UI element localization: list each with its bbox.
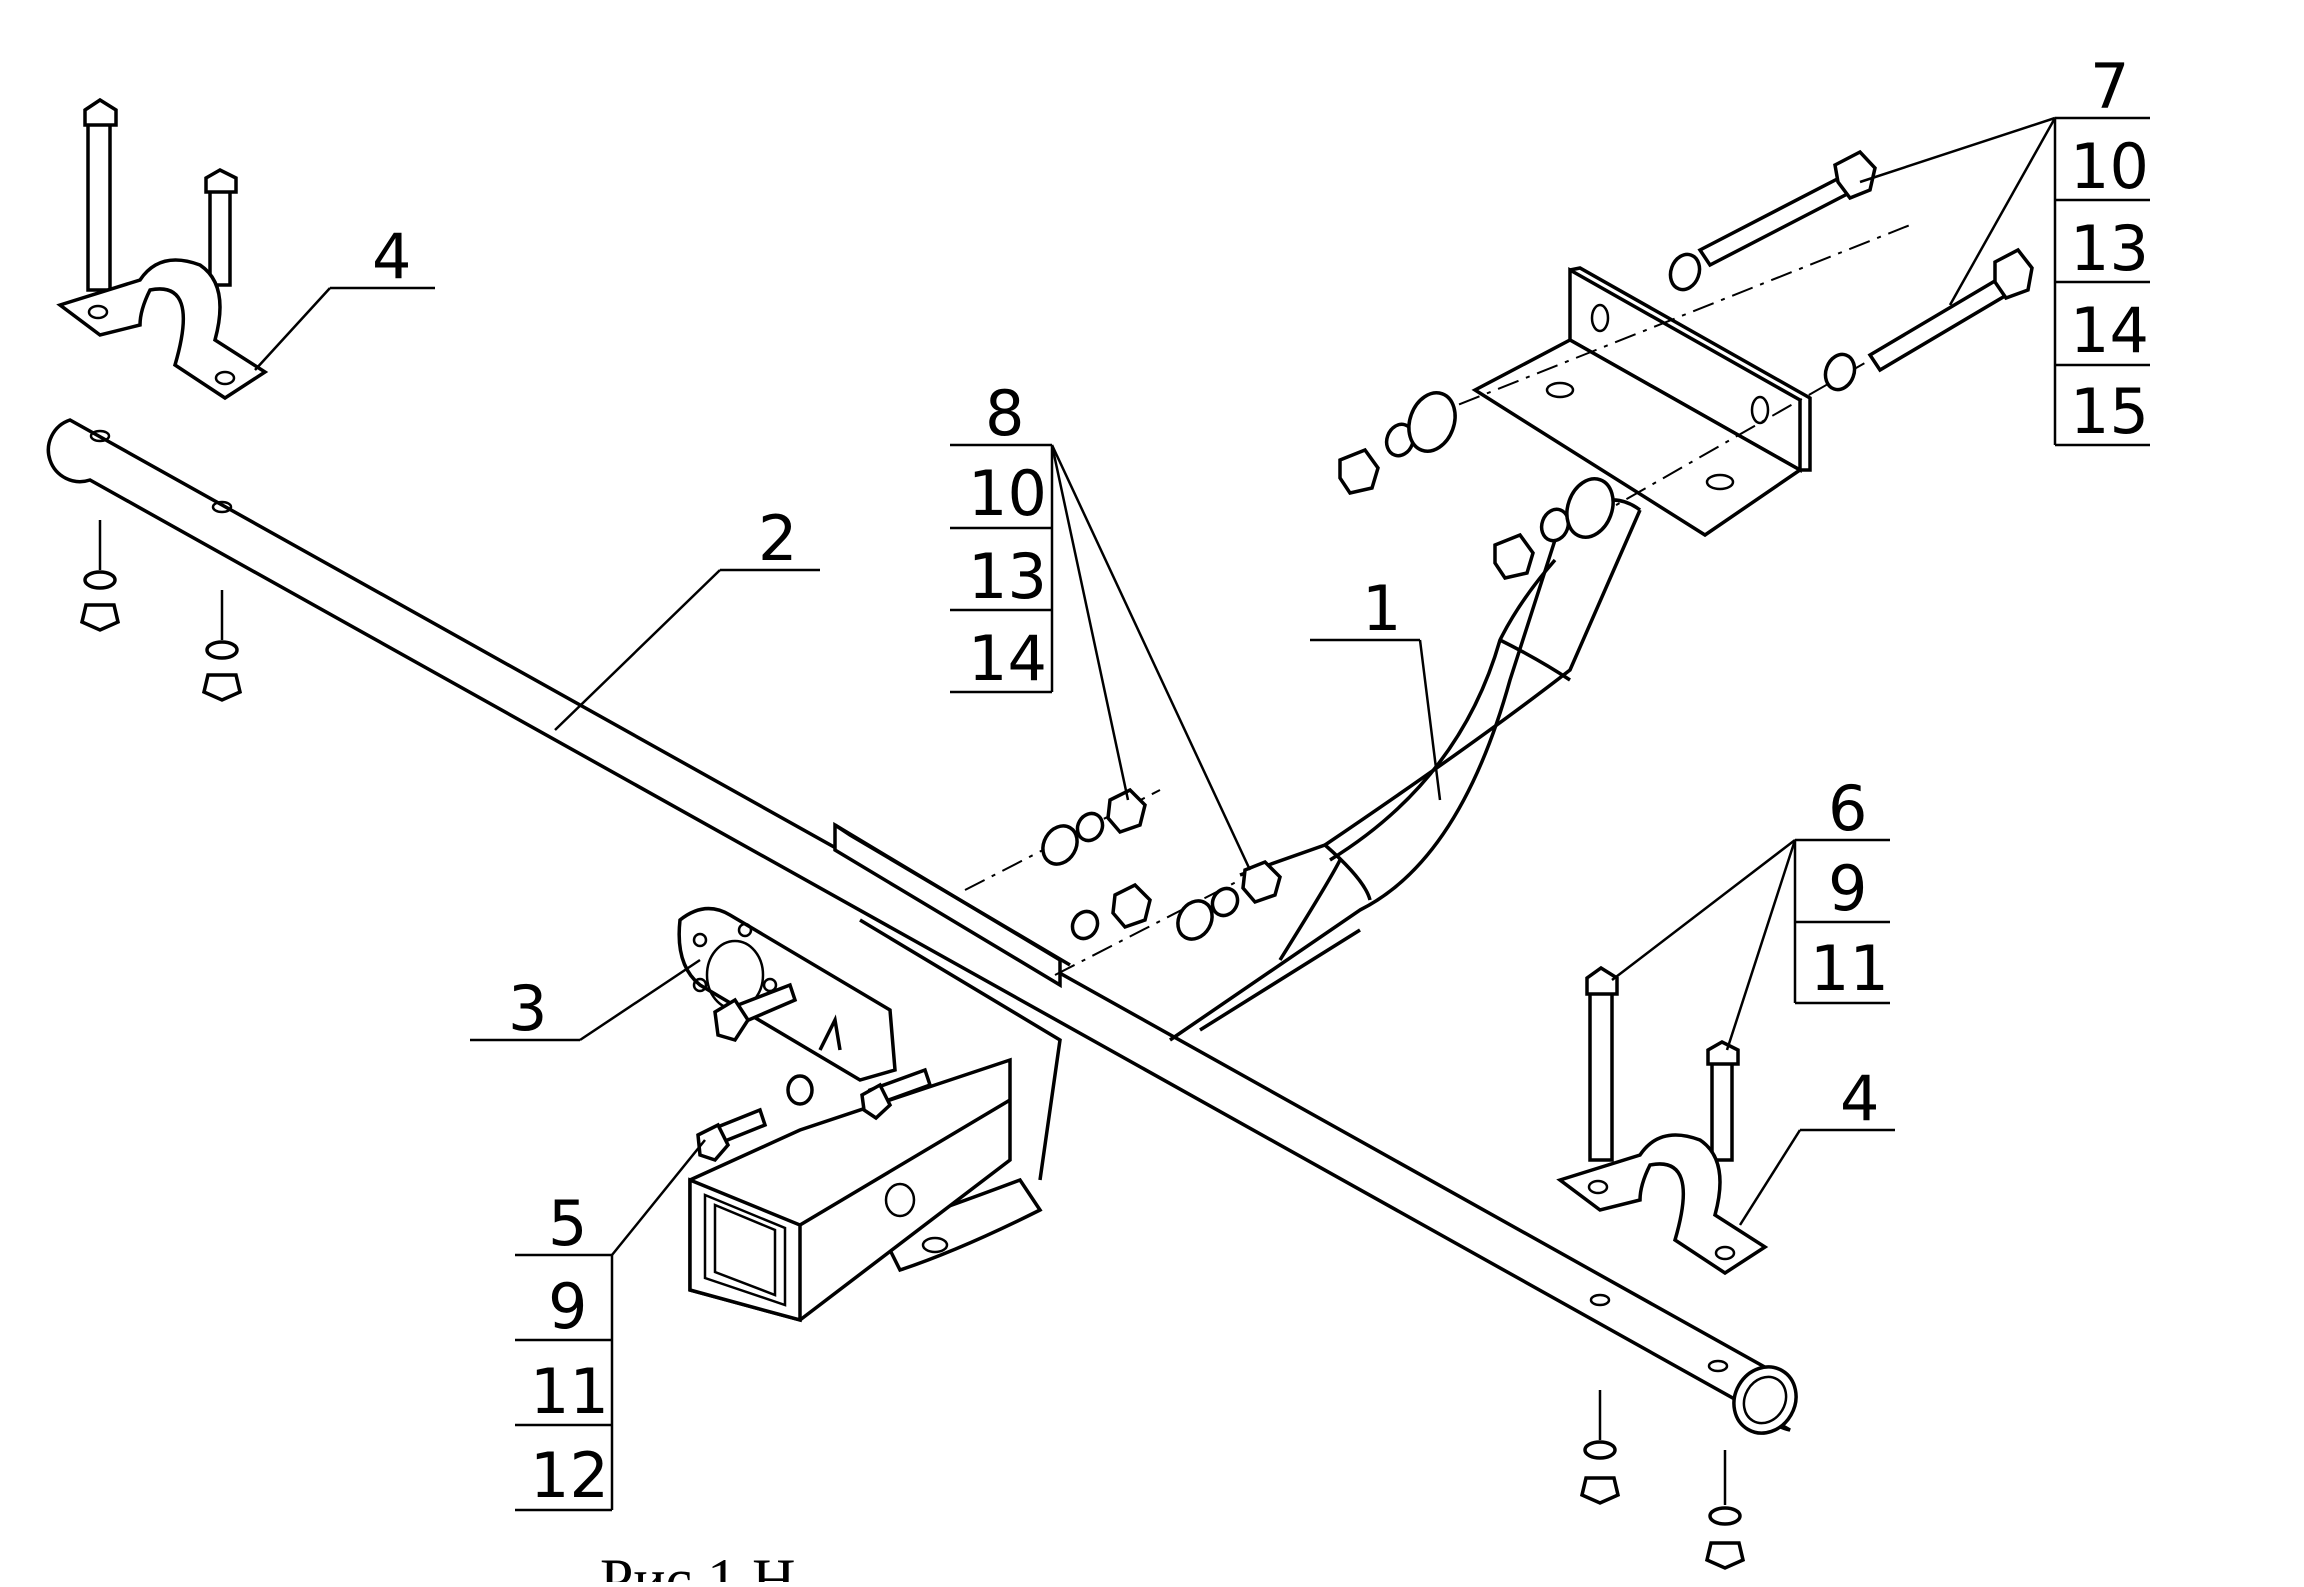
cross-tube [46,418,1798,1435]
stack-7-item: 15 [2070,375,2149,448]
stack-5-item: 9 [548,1270,587,1343]
clamp-upper-left [56,97,269,401]
stack-8-item: 13 [968,540,1047,613]
callout-leaders [254,116,2150,1512]
stack-8-item: 14 [968,622,1047,695]
stack-7-item: 14 [2070,294,2149,367]
callout-numbers: 1 2 3 4 4 5 6 7 8 10 13 14 10 13 14 15 9… [372,50,2149,1512]
stack-5-item: 11 [530,1355,609,1428]
center-fasteners [696,787,1282,1163]
stack-8-item: 10 [968,457,1047,530]
callout-4-lower: 4 [1840,1062,1879,1135]
callout-1: 1 [1362,572,1401,645]
stack-7-item: 10 [2070,130,2149,203]
stack-7-item: 13 [2070,212,2149,285]
callout-5: 5 [548,1187,587,1260]
figure-caption: Рис.1 Н [600,1547,795,1582]
tube-nuts [79,520,1746,1570]
right-bracket [1419,224,1911,538]
callout-2: 2 [758,502,797,575]
callout-7: 7 [2090,50,2129,123]
callout-3: 3 [508,972,547,1045]
stack-6-item: 9 [1828,852,1867,925]
stack-6-item: 11 [1810,932,1889,1005]
stack-5-item: 12 [530,1439,609,1512]
clamp-lower-right [1556,965,1769,1276]
receiver-tube [688,1057,1012,1323]
main-beam [1169,498,1642,1042]
bracket-fasteners [1338,149,2034,580]
callout-6: 6 [1828,772,1867,845]
callout-4-upper: 4 [372,220,411,293]
callout-8: 8 [985,377,1024,450]
